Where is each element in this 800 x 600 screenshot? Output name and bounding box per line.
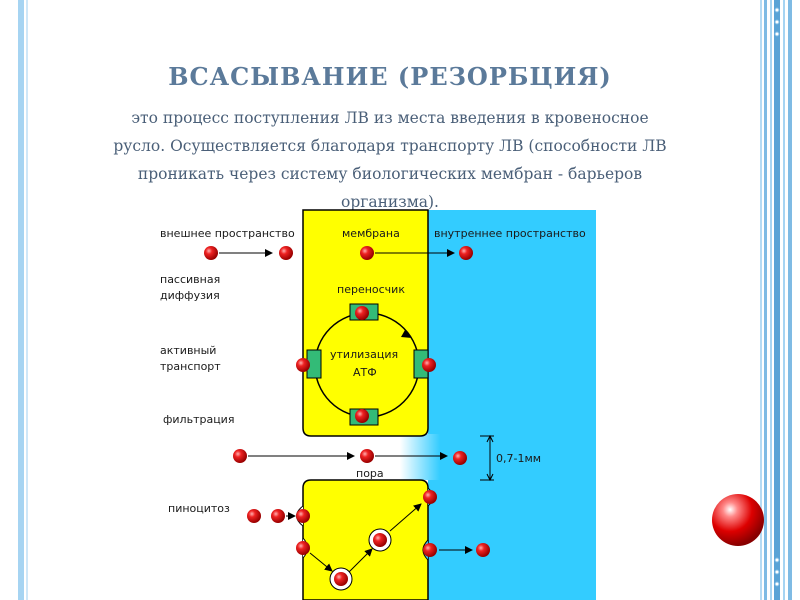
decorative-ball-icon [712, 494, 764, 546]
molecule [233, 449, 247, 463]
molecule [476, 543, 490, 557]
label-active-2: транспорт [160, 360, 221, 373]
slide-title: ВСАСЫВАНИЕ (РЕЗОРБЦИЯ) [168, 62, 612, 91]
label-carrier: переносчик [337, 283, 405, 296]
molecule [423, 543, 437, 557]
subtitle-line-3: проникать через систему биологических ме… [137, 165, 643, 183]
label-passive-2: диффузия [160, 289, 220, 302]
slide-subtitle: это процесс поступления ЛВ из места введ… [50, 104, 730, 216]
label-outer-space: внешнее пространство [160, 227, 295, 240]
frame-dots-top [774, 7, 780, 37]
molecule [296, 509, 310, 523]
arrow-pino-3 [348, 548, 373, 573]
molecule [271, 509, 285, 523]
molecule [423, 490, 437, 504]
molecule [296, 541, 310, 555]
molecule [373, 533, 387, 547]
molecule [355, 306, 369, 320]
pore-gap-fade [400, 434, 440, 480]
molecule [334, 572, 348, 586]
membrane-lower [302, 479, 429, 600]
molecule [360, 246, 374, 260]
molecule [459, 246, 473, 260]
molecule [360, 449, 374, 463]
label-utilization-1: утилизация [330, 348, 398, 361]
label-membrane: мембрана [342, 227, 400, 240]
arrow-pino-4 [389, 503, 422, 532]
molecule [355, 409, 369, 423]
pore-size-bracket [480, 434, 494, 482]
arrow-pino-2 [309, 552, 333, 572]
subtitle-line-2: русло. Осуществляется благодаря транспор… [113, 137, 667, 155]
label-pore: пора [356, 467, 384, 480]
molecule [453, 451, 467, 465]
molecule [422, 358, 436, 372]
frame-left-bar [18, 0, 24, 600]
inner-space-region [428, 210, 596, 600]
label-filtration: фильтрация [163, 413, 234, 426]
frame-left-bar-inner [26, 0, 28, 600]
molecule [279, 246, 293, 260]
membrane-upper [302, 209, 429, 437]
frame-right-bars [760, 0, 792, 600]
molecule [247, 509, 261, 523]
label-pinocytosis: пиноцитоз [168, 502, 230, 515]
label-inner-space: внутреннее пространство [434, 227, 586, 240]
label-utilization-2: АТФ [353, 366, 377, 379]
molecule [296, 358, 310, 372]
subtitle-line-1: это процесс поступления ЛВ из места введ… [131, 109, 649, 127]
frame-dots-bottom [774, 557, 780, 587]
label-pore-size: 0,7-1мм [496, 452, 541, 465]
label-passive-1: пассивная [160, 273, 220, 286]
molecule [204, 246, 218, 260]
cycle-arrow [401, 330, 412, 338]
subtitle-line-4: организма). [340, 193, 439, 211]
label-active-1: активный [160, 344, 216, 357]
